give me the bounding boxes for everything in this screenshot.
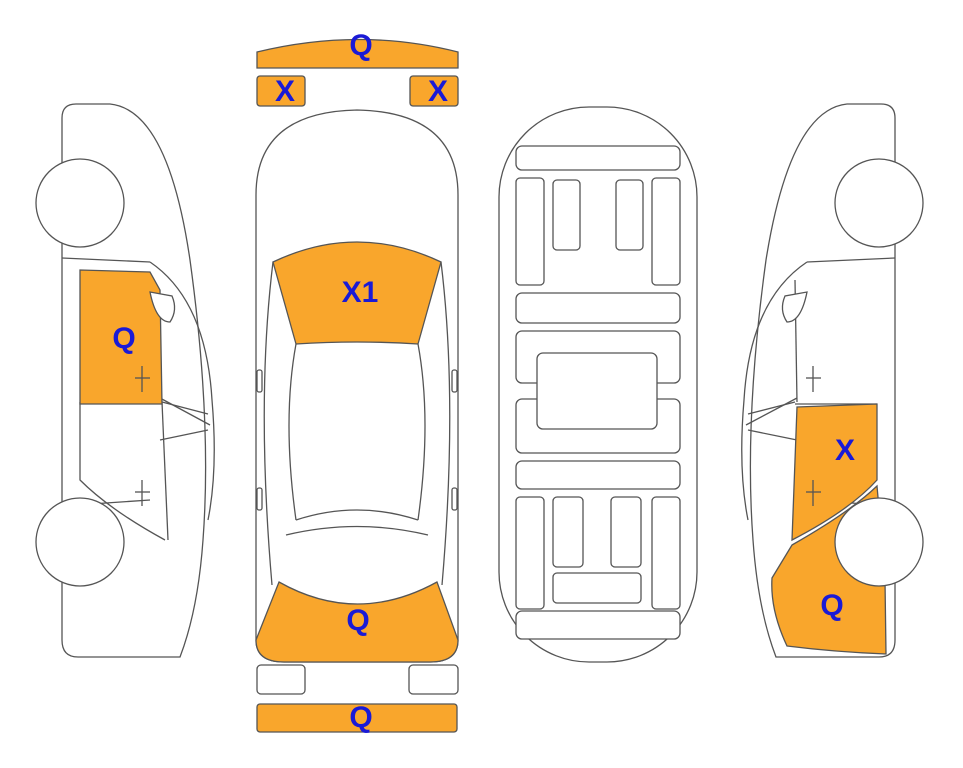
left-headlight-mark: X [275,75,295,108]
left-taillight-part[interactable] [256,664,306,695]
right-rear-fender-mark: Q [820,589,843,622]
right-headlight-mark: X [428,75,448,108]
right-rear-door-mark: X [835,434,855,467]
right-taillight-part[interactable] [408,664,459,695]
right-headlight-part[interactable] [409,75,459,107]
front-bumper-part[interactable] [256,38,459,69]
car-top-view [255,109,459,663]
left-front-door-mark: Q [112,322,135,355]
front-bumper-mark: Q [349,29,372,62]
windshield-mark: X1 [342,276,379,309]
left-headlight-part[interactable] [256,75,306,107]
car-right-side-view [741,103,924,658]
rear-bumper-mark: Q [349,701,372,734]
trunk-mark: Q [346,604,369,637]
car-underside-view [498,106,698,663]
trunk-part[interactable] [255,581,459,663]
rear-bumper-part[interactable] [256,703,458,733]
car-left-side-view [35,103,215,658]
